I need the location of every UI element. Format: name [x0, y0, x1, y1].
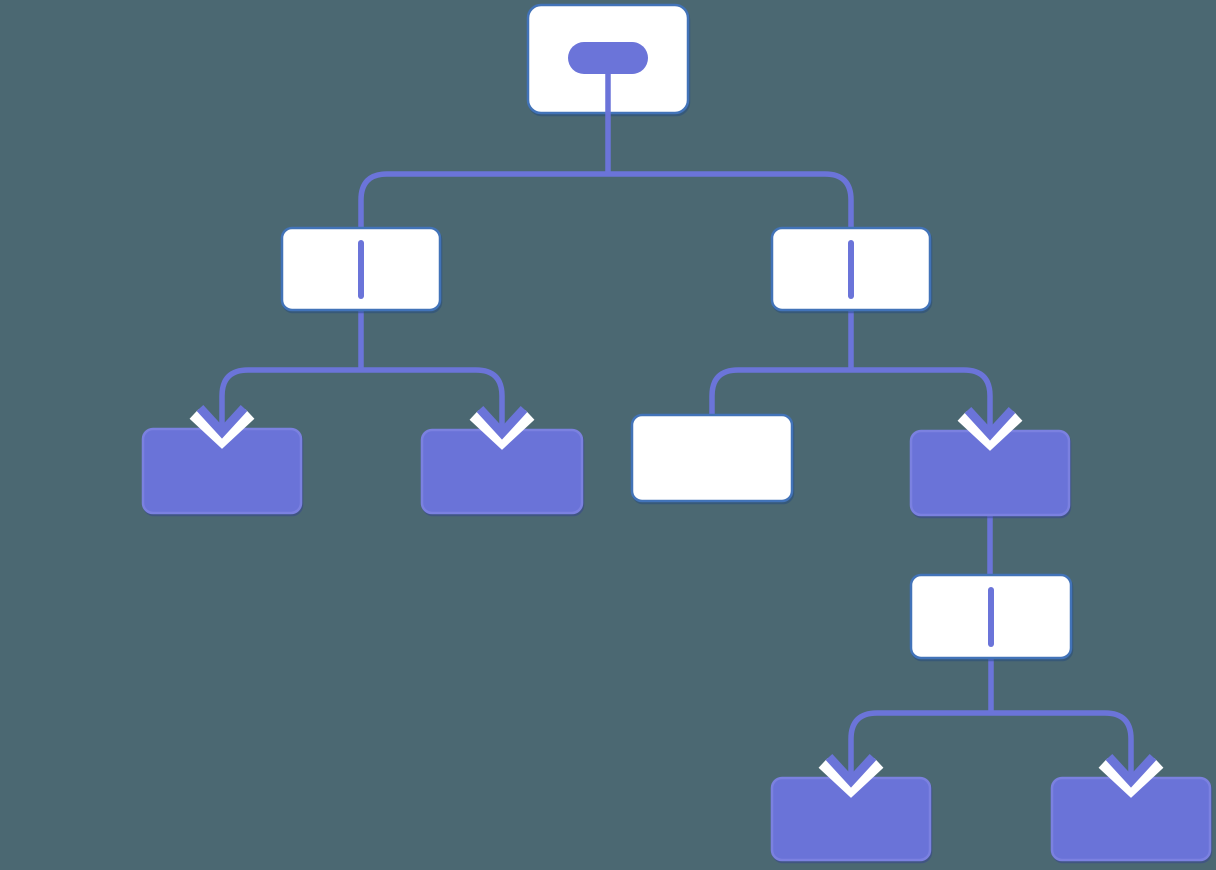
- double-chevron-arrow-icon: [818, 753, 884, 798]
- root-pill-placeholder: [568, 42, 648, 74]
- edge-root-split-rail: [358, 171, 854, 228]
- edge-branch-lower-split-rail: [848, 710, 1134, 778]
- arrowheads-layer: [189, 404, 1164, 798]
- nodes-layer: [141, 3, 1212, 862]
- edge-branch-left-split-rail: [219, 367, 505, 430]
- chevron-outline-white: [818, 758, 884, 798]
- chevron-arrow-purple: [964, 406, 1016, 441]
- double-chevron-arrow-icon: [1098, 753, 1164, 798]
- double-chevron-arrow-icon: [469, 405, 535, 450]
- double-chevron-arrow-icon: [957, 406, 1023, 451]
- edge-branch-right-split-rail: [709, 367, 993, 431]
- chevron-outline-white: [1098, 758, 1164, 798]
- decorations-layer: [358, 42, 994, 647]
- chevron-outline-white: [469, 410, 535, 450]
- chevron-arrow-purple: [1105, 753, 1157, 788]
- chevron-outline-white: [189, 409, 255, 449]
- node-plain[interactable]: [630, 413, 794, 503]
- chevron-arrow-purple: [476, 405, 528, 440]
- double-chevron-arrow-icon: [189, 404, 255, 449]
- chevron-arrow-purple: [196, 404, 248, 439]
- chevron-outline-white: [957, 411, 1023, 451]
- chevron-arrow-purple: [825, 753, 877, 788]
